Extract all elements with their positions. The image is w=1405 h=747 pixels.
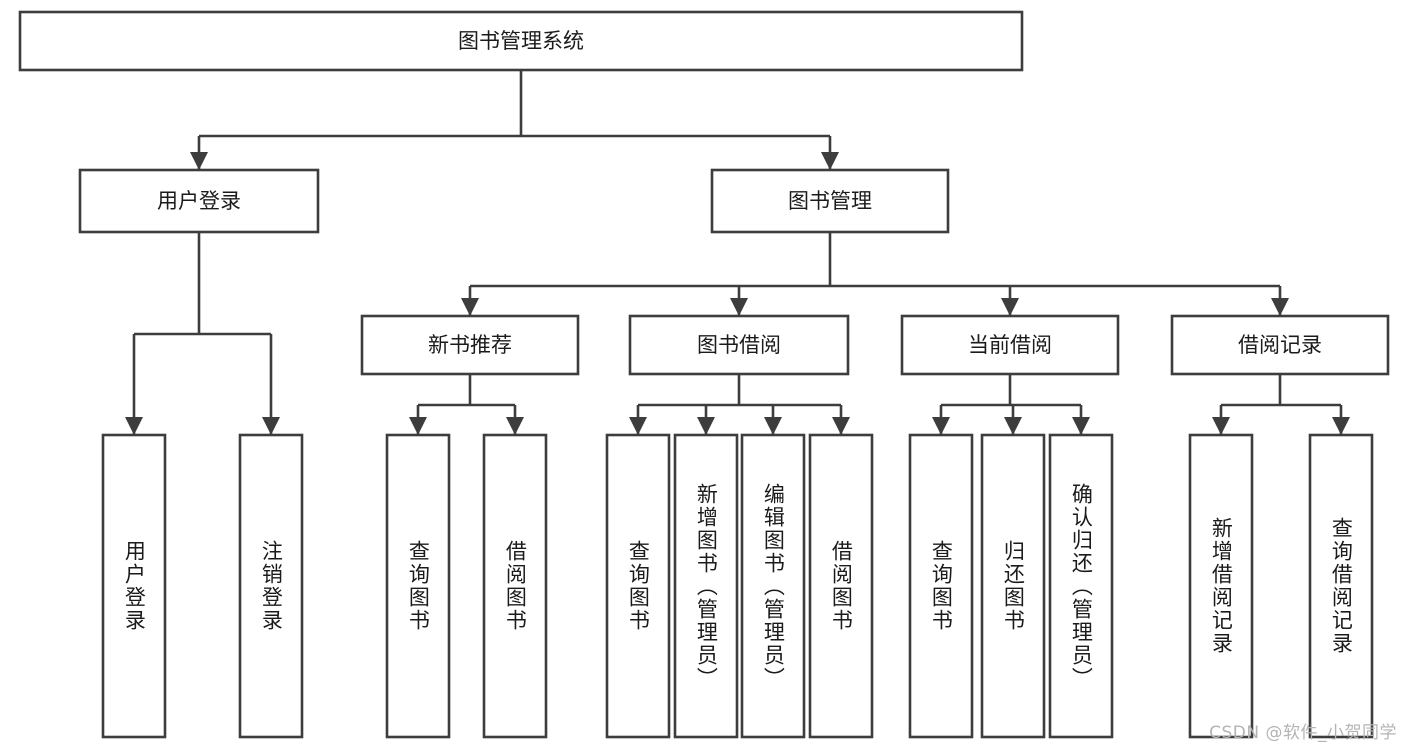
node-label-new-book-recommend: 新书推荐: [428, 333, 512, 357]
node-box-leaf-borrow-book-2[interactable]: [808, 433, 874, 739]
arrow-head-current-borrow-to-leaf-return-book: [1004, 417, 1022, 435]
node-box-book-manage[interactable]: [710, 168, 950, 234]
arrow-head-book-borrow-to-leaf-query-book-2: [629, 417, 647, 435]
arrow-head-root-to-book-manage: [821, 152, 839, 170]
node-box-leaf-add-record[interactable]: [1188, 433, 1254, 739]
arrow-head-current-borrow-to-leaf-confirm-return: [1072, 417, 1090, 435]
arrow-head-book-borrow-to-leaf-add-book: [697, 417, 715, 435]
node-box-leaf-query-record[interactable]: [1308, 433, 1374, 739]
arrow-head-user-login-to-leaf-user-logout: [262, 417, 280, 435]
node-box-leaf-query-book-1[interactable]: [385, 433, 451, 739]
node-label-current-borrow: 当前借阅: [968, 333, 1052, 357]
arrow-head-book-manage-to-book-borrow: [730, 298, 748, 316]
node-box-leaf-borrow-book-1[interactable]: [482, 433, 548, 739]
node-box-book-borrow[interactable]: [628, 314, 850, 376]
node-box-leaf-user-login[interactable]: [101, 433, 167, 739]
arrow-head-borrow-record-to-leaf-add-record: [1212, 417, 1230, 435]
node-label-borrow-record: 借阅记录: [1238, 333, 1322, 357]
node-box-leaf-confirm-return[interactable]: [1048, 433, 1114, 739]
arrow-head-book-borrow-to-leaf-edit-book: [764, 417, 782, 435]
node-box-leaf-user-logout[interactable]: [238, 433, 304, 739]
node-box-layer: [18, 10, 1390, 739]
node-label-root: 图书管理系统: [458, 29, 584, 53]
node-label-book-borrow: 图书借阅: [697, 333, 781, 357]
node-label-book-manage: 图书管理: [788, 189, 872, 213]
arrow-head-current-borrow-to-leaf-query-book-3: [932, 417, 950, 435]
arrow-head-book-manage-to-current-borrow: [1001, 298, 1019, 316]
arrow-head-user-login-to-leaf-user-login: [125, 417, 143, 435]
csdn-watermark: CSDN @软件_小贺同学: [1209, 723, 1397, 743]
node-box-root[interactable]: [18, 10, 1024, 72]
node-label-user-login: 用户登录: [157, 189, 241, 213]
connector-layer: [125, 70, 1350, 435]
arrow-head-book-manage-to-borrow-record: [1271, 298, 1289, 316]
node-box-user-login[interactable]: [78, 168, 320, 234]
arrow-head-book-manage-to-new-book-recommend: [461, 298, 479, 316]
node-box-current-borrow[interactable]: [900, 314, 1120, 376]
arrow-head-new-book-recommend-to-leaf-borrow-book-1: [506, 417, 524, 435]
arrow-head-root-to-user-login: [190, 152, 208, 170]
arrow-head-borrow-record-to-leaf-query-record: [1332, 417, 1350, 435]
node-box-leaf-add-book[interactable]: [673, 433, 739, 739]
arrow-head-book-borrow-to-leaf-borrow-book-2: [832, 417, 850, 435]
node-box-new-book-recommend[interactable]: [360, 314, 580, 376]
node-box-leaf-query-book-3[interactable]: [908, 433, 974, 739]
node-box-borrow-record[interactable]: [1170, 314, 1390, 376]
node-box-leaf-edit-book[interactable]: [740, 433, 806, 739]
node-box-leaf-query-book-2[interactable]: [605, 433, 671, 739]
node-box-leaf-return-book[interactable]: [980, 433, 1046, 739]
arrow-head-new-book-recommend-to-leaf-query-book-1: [409, 417, 427, 435]
